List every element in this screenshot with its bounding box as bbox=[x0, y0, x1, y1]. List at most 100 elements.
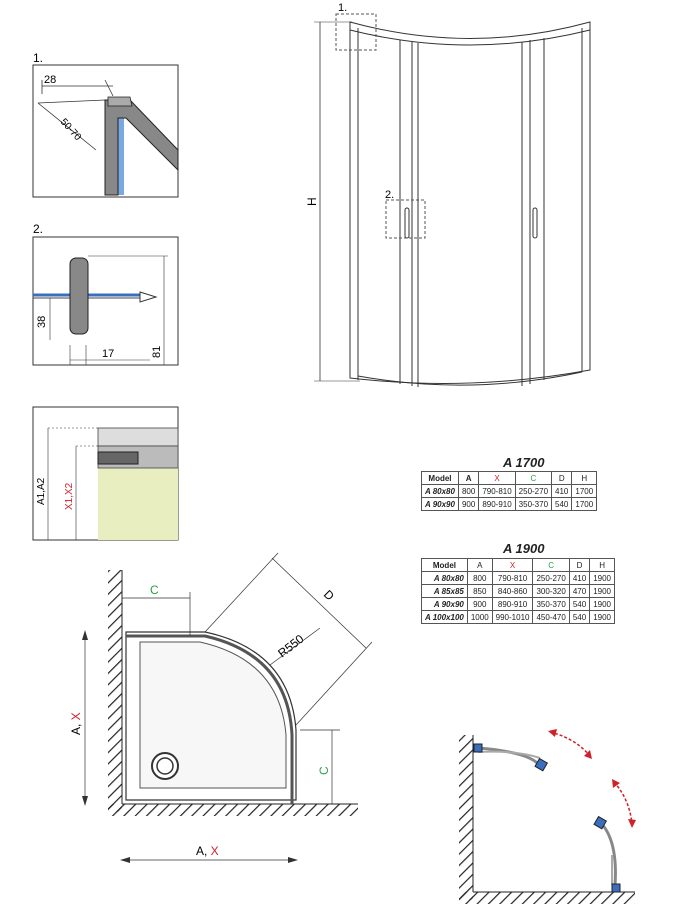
cell-c: 250-270 bbox=[514, 484, 553, 498]
dim-ax-side: A, X bbox=[69, 712, 83, 735]
table-1900: Model A X C D H A 80x80 800 790-810 250-… bbox=[421, 558, 615, 624]
cell-a: 900 bbox=[466, 597, 493, 611]
cell-d: 470 bbox=[568, 584, 591, 598]
dim-r550: R550 bbox=[275, 631, 306, 660]
dim-d: D bbox=[321, 587, 337, 603]
drain-inner bbox=[156, 757, 174, 775]
dim-38: 38 bbox=[36, 316, 48, 328]
callout-2-box bbox=[385, 199, 426, 239]
dim-a-bottom: A, bbox=[196, 844, 211, 858]
profile-bar bbox=[97, 451, 139, 465]
enclosure-top bbox=[349, 29, 591, 46]
table-header-row: Model A X C D H bbox=[421, 471, 598, 485]
cell-model: A 100x100 bbox=[421, 610, 468, 624]
cell-x: 890-910 bbox=[491, 597, 534, 611]
cell-c: 350-370 bbox=[532, 597, 570, 611]
dim-x-side: X bbox=[69, 712, 83, 720]
cell-d: 540 bbox=[568, 597, 591, 611]
dim-28: 28 bbox=[44, 74, 56, 86]
cell-d: 540 bbox=[551, 497, 573, 511]
wall-hatch-left bbox=[108, 570, 122, 812]
cell-a: 850 bbox=[466, 584, 493, 598]
table-row: A 85x85 850 840-860 300-320 470 1900 bbox=[421, 584, 615, 598]
table-1700-title: A 1700 bbox=[503, 455, 545, 470]
dim-ax-bottom: A, X bbox=[196, 844, 219, 858]
door-panel bbox=[477, 750, 541, 759]
cell-d: 410 bbox=[551, 484, 573, 498]
arrow-head bbox=[548, 729, 557, 737]
callout-1-box bbox=[335, 13, 377, 51]
glass-tip bbox=[139, 291, 158, 303]
cell-h: 1700 bbox=[571, 484, 598, 498]
front-view: H 1. 2. bbox=[305, 2, 591, 387]
table-1900-title: A 1900 bbox=[503, 541, 545, 556]
cell-h: 1900 bbox=[589, 610, 615, 624]
detail-2-label: 2. bbox=[33, 222, 43, 236]
col-c: C bbox=[532, 558, 570, 572]
swing-arrow bbox=[549, 731, 591, 757]
cell-model: A 85x85 bbox=[421, 584, 468, 598]
frame-profile bbox=[104, 99, 179, 196]
dim-81: 81 bbox=[151, 346, 163, 358]
swing-arrow bbox=[613, 781, 633, 826]
dim-17: 17 bbox=[102, 348, 114, 360]
detail-1-label: 1. bbox=[33, 51, 43, 65]
table-row: A 90x90 900 890-910 350-370 540 1700 bbox=[421, 497, 598, 511]
hinge-marker bbox=[611, 883, 621, 893]
table-header-row: Model A X C D H bbox=[421, 558, 615, 572]
hinge-marker bbox=[473, 743, 483, 753]
table-row: A 80x80 800 790-810 250-270 410 1900 bbox=[421, 571, 615, 585]
detail-2: 2. 38 17 81 bbox=[32, 222, 179, 366]
callout-2-label: 2. bbox=[385, 189, 394, 201]
dim-a-side: A, bbox=[69, 720, 83, 735]
cell-x: 790-810 bbox=[478, 484, 516, 498]
handle-shape bbox=[69, 257, 89, 335]
tray-panel bbox=[98, 468, 178, 540]
wall-hatch-bottom bbox=[108, 804, 358, 816]
dim-tick bbox=[104, 79, 114, 97]
cell-x: 840-860 bbox=[491, 584, 534, 598]
table-row: A 100x100 1000 990-1010 450-470 540 1900 bbox=[421, 610, 615, 624]
cell-c: 250-270 bbox=[532, 571, 570, 585]
wall-hatch-bottom bbox=[459, 892, 635, 904]
col-h: H bbox=[571, 471, 598, 485]
col-d: D bbox=[568, 558, 591, 572]
arrow-head bbox=[120, 857, 130, 863]
col-a: A bbox=[466, 558, 493, 572]
cell-a: 900 bbox=[457, 497, 480, 511]
col-x: X bbox=[478, 471, 516, 485]
dim-line bbox=[37, 99, 106, 104]
frame-top bbox=[107, 96, 133, 107]
detail-1: 1. 28 50-70 bbox=[32, 51, 179, 198]
cell-model: A 90x90 bbox=[421, 497, 459, 511]
dim-c-side: C bbox=[317, 766, 331, 775]
dim-line bbox=[271, 557, 367, 649]
cell-d: 540 bbox=[568, 610, 591, 624]
cell-h: 1900 bbox=[589, 597, 615, 611]
table-row: A 90x90 900 890-910 350-370 540 1900 bbox=[421, 597, 615, 611]
tray-line bbox=[357, 371, 583, 386]
col-model: Model bbox=[421, 471, 459, 485]
arrow-head bbox=[82, 796, 88, 806]
dim-line bbox=[37, 102, 97, 151]
dim-line bbox=[295, 641, 373, 726]
cell-a: 800 bbox=[457, 484, 480, 498]
cell-x: 890-910 bbox=[478, 497, 516, 511]
col-x: X bbox=[491, 558, 534, 572]
cell-model: A 90x90 bbox=[421, 597, 468, 611]
dim-x-bottom: X bbox=[211, 844, 219, 858]
arrow-head bbox=[612, 779, 620, 788]
cell-d: 410 bbox=[568, 571, 591, 585]
arrow-head bbox=[584, 750, 592, 759]
hinge-marker bbox=[534, 757, 549, 772]
dim-line bbox=[269, 627, 321, 666]
height-label: H bbox=[305, 197, 319, 206]
door-panel bbox=[598, 820, 617, 886]
label-x1x2: X1,X2 bbox=[64, 482, 75, 510]
tray-rim bbox=[97, 427, 179, 447]
cell-h: 1900 bbox=[589, 584, 615, 598]
cell-h: 1700 bbox=[571, 497, 598, 511]
col-a: A bbox=[457, 471, 480, 485]
callout-1-label: 1. bbox=[338, 2, 347, 14]
